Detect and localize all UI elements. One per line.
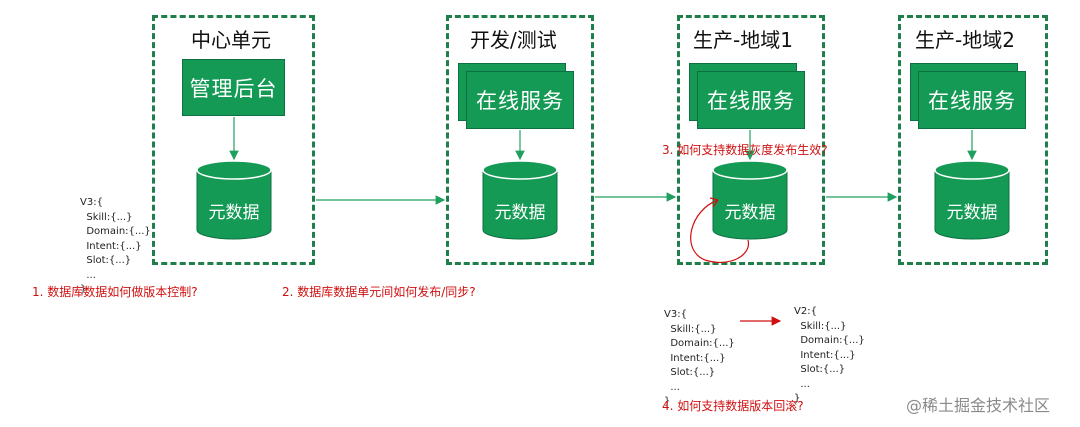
online-service-box-prod1: 在线服务: [697, 71, 805, 129]
question-2: 2. 数据库数据单元间如何发布/同步?: [282, 285, 476, 299]
region-center: [152, 15, 315, 265]
question-1: 1. 数据库数据如何做版本控制?: [32, 285, 198, 299]
database-label-prod1: 元数据: [724, 203, 776, 223]
region-title-center: 中心单元: [191, 28, 271, 52]
online-service-box-prod2: 在线服务: [918, 71, 1026, 129]
question-3: 3. 如何支持数据灰度发布生效?: [662, 143, 828, 157]
database-prod2: [934, 160, 1010, 240]
region-title-prod1: 生产-地域1: [693, 28, 793, 52]
version-code-left: V3:{ Skill:{...} Domain:{...} Intent:{..…: [80, 197, 151, 295]
database-label-prod2: 元数据: [946, 203, 998, 223]
online-service-box-dev: 在线服务: [466, 71, 574, 129]
region-dev: [446, 15, 594, 265]
region-prod1: [677, 15, 825, 265]
watermark: @稀土掘金技术社区: [906, 396, 1051, 415]
database-dev: [482, 160, 558, 240]
database-center: [196, 160, 272, 240]
admin-console-box: 管理后台: [182, 59, 285, 116]
version-code-v3: V3:{ Skill:{...} Domain:{...} Intent:{..…: [664, 309, 735, 407]
region-prod2: [898, 15, 1048, 265]
database-label-center: 元数据: [208, 203, 260, 223]
region-title-dev: 开发/测试: [470, 28, 557, 52]
database-label-dev: 元数据: [494, 203, 546, 223]
region-title-prod2: 生产-地域2: [915, 28, 1015, 52]
question-4: 4. 如何支持数据版本回滚?: [662, 399, 804, 413]
version-code-v2: V2:{ Skill:{...} Domain:{...} Intent:{..…: [794, 306, 865, 404]
